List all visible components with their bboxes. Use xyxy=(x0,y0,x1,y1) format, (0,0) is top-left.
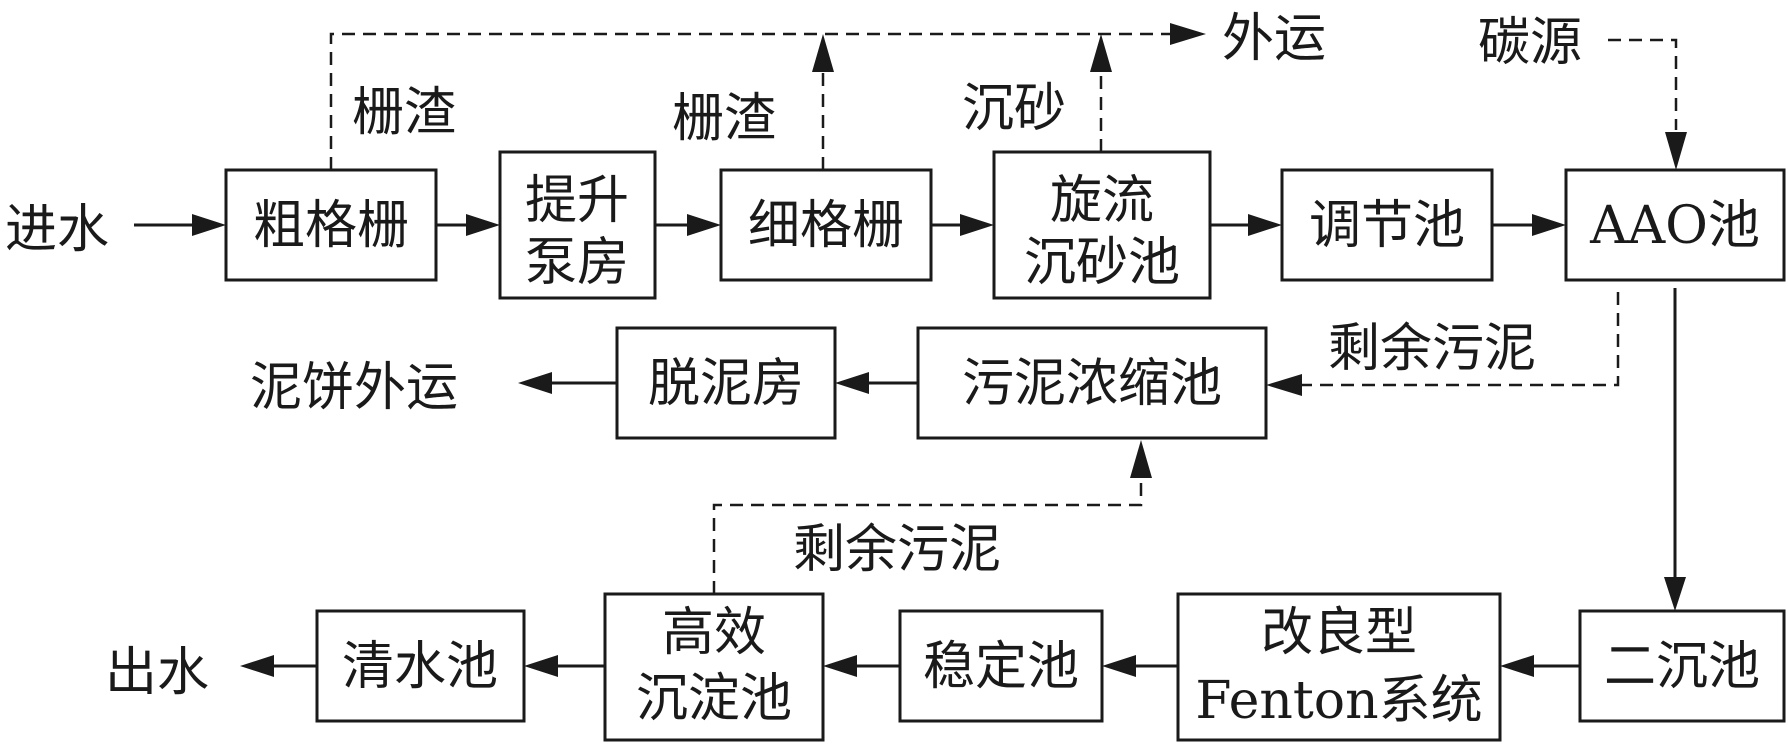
svg-text:改良型: 改良型 xyxy=(1261,603,1417,663)
node-dewatering: 脱泥房 xyxy=(615,326,837,440)
dash-screenings-haul-out xyxy=(329,23,1206,170)
dash-grit-up xyxy=(1090,34,1112,152)
svg-text:调节池: 调节池 xyxy=(1309,196,1465,256)
svg-text:旋流: 旋流 xyxy=(1050,171,1154,231)
flow-influent-to-coarse xyxy=(134,214,226,236)
svg-text:高效: 高效 xyxy=(662,603,766,663)
node-aao: AAO池 xyxy=(1564,168,1786,282)
dash-fine-screenings-up xyxy=(812,34,834,170)
flow-clear-water-to-effluent xyxy=(240,655,317,677)
label-grit: 沉砂 xyxy=(962,79,1066,139)
dash-excess-sludge-settler xyxy=(712,440,1152,594)
flow-thickener-to-dewatering xyxy=(835,372,918,394)
node-stabilization: 稳定池 xyxy=(898,609,1104,723)
label-screenings-1: 栅渣 xyxy=(352,83,456,143)
label-excess-sludge-2: 剩余污泥 xyxy=(793,520,1001,580)
node-clear-water: 清水池 xyxy=(315,609,526,723)
flow-clarifier-to-fenton xyxy=(1500,655,1580,677)
flow-settler-to-clear-water xyxy=(524,655,605,677)
svg-text:泵房: 泵房 xyxy=(525,233,629,293)
svg-text:沉砂池: 沉砂池 xyxy=(1024,233,1180,293)
svg-text:稳定池: 稳定池 xyxy=(923,637,1079,697)
flow-stabilization-to-settler xyxy=(823,655,900,677)
node-thickener: 污泥浓缩池 xyxy=(916,326,1268,440)
svg-text:粗格栅: 粗格栅 xyxy=(253,196,409,256)
label-effluent: 出水 xyxy=(105,643,209,703)
node-fenton: 改良型 Fenton系统 xyxy=(1176,592,1502,742)
flow-coarse-to-lift xyxy=(436,214,500,236)
flow-grit-to-equalization xyxy=(1210,214,1282,236)
svg-text:沉淀池: 沉淀池 xyxy=(636,669,792,729)
svg-text:Fenton系统: Fenton系统 xyxy=(1195,671,1482,731)
flow-lift-to-fine xyxy=(655,214,721,236)
node-lift-pump: 提升 泵房 xyxy=(498,150,657,300)
label-excess-sludge-1: 剩余污泥 xyxy=(1328,319,1536,379)
node-high-efficiency-settler: 高效 沉淀池 xyxy=(603,592,825,742)
svg-text:提升: 提升 xyxy=(525,171,629,231)
svg-text:细格栅: 细格栅 xyxy=(748,196,904,256)
flow-dewatering-to-cake-out xyxy=(518,372,617,394)
svg-text:清水池: 清水池 xyxy=(342,637,498,697)
label-influent: 进水 xyxy=(5,200,109,260)
label-cake-haul-out: 泥饼外运 xyxy=(250,358,458,418)
svg-text:污泥浓缩池: 污泥浓缩池 xyxy=(962,354,1222,414)
svg-text:AAO池: AAO池 xyxy=(1589,196,1760,256)
flow-fenton-to-stabilization xyxy=(1102,655,1178,677)
flow-aao-to-clarifier xyxy=(1664,288,1686,611)
node-fine-screen: 细格栅 xyxy=(719,168,933,282)
label-carbon-source: 碳源 xyxy=(1478,13,1582,73)
flow-fine-to-grit xyxy=(931,214,994,236)
dash-carbon-source xyxy=(1608,38,1687,170)
flow-equalization-to-aao xyxy=(1492,214,1566,236)
label-screenings-2: 栅渣 xyxy=(672,89,776,149)
dash-excess-sludge-aao xyxy=(1266,292,1620,396)
node-secondary-clarifier: 二沉池 xyxy=(1578,609,1786,723)
node-equalization: 调节池 xyxy=(1280,168,1494,282)
svg-text:二沉池: 二沉池 xyxy=(1604,637,1760,697)
node-coarse-screen: 粗格栅 xyxy=(224,168,438,282)
node-vortex-grit: 旋流 沉砂池 xyxy=(992,150,1212,300)
svg-text:脱泥房: 脱泥房 xyxy=(648,354,804,414)
label-haul-out: 外运 xyxy=(1222,9,1326,69)
